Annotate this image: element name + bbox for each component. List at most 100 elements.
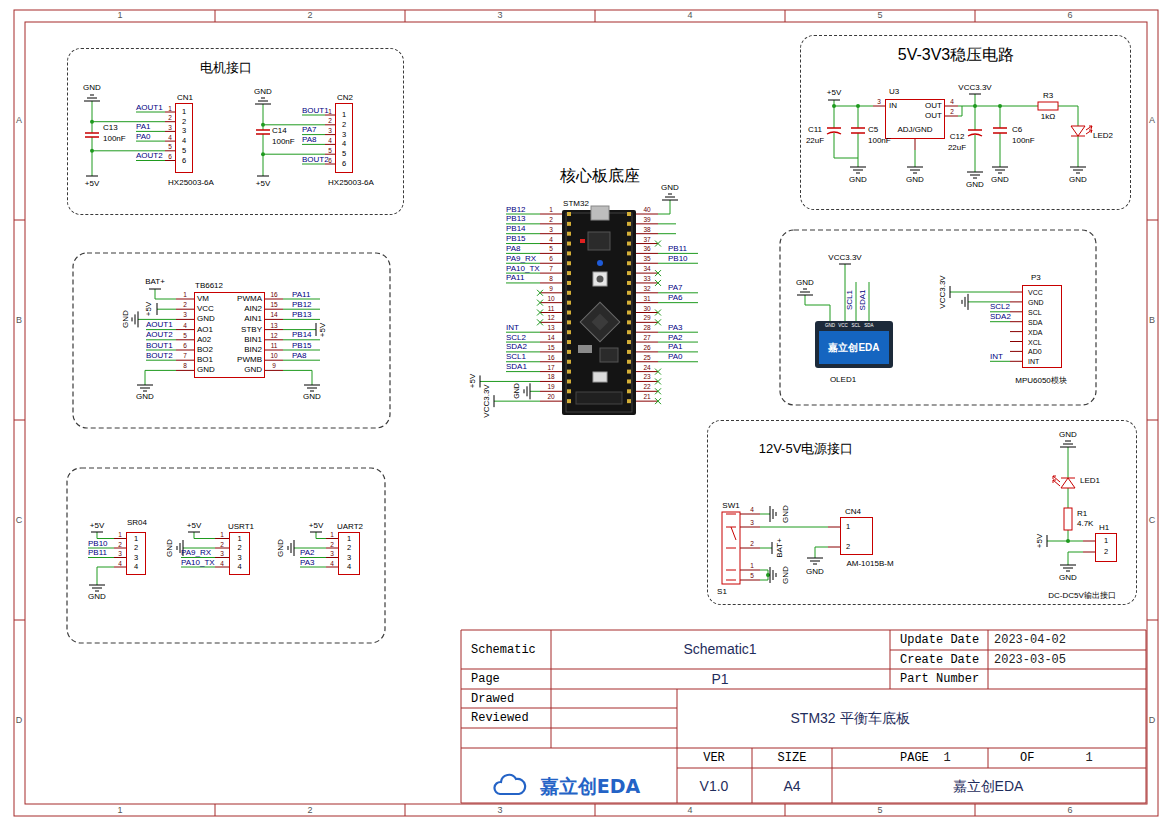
net-label: PA3 <box>300 559 315 567</box>
header-pad <box>627 251 631 255</box>
pin-number: 37 <box>643 236 650 243</box>
brand-logo: 嘉立创EDA <box>540 777 640 796</box>
pin-number: 25 <box>643 355 650 362</box>
net-label: INT <box>990 353 1003 361</box>
pin-number: 27 <box>643 335 650 342</box>
net-label: PA1 <box>668 343 683 351</box>
pin-number: 4 <box>168 134 172 141</box>
pin-number: 5 <box>182 147 186 155</box>
pin-name: STBY <box>241 326 262 334</box>
component-label: GND <box>88 593 106 601</box>
pin-number: 2 <box>549 217 553 224</box>
designator: UART2 <box>337 523 363 531</box>
component-body: P3MPU6050模块 <box>1022 285 1062 368</box>
pin-number: 36 <box>643 246 650 253</box>
header-pad <box>627 399 631 403</box>
pin-name: PWMA <box>237 295 262 303</box>
ruler-mark: 4 <box>687 806 692 815</box>
pin-number: 4 <box>549 236 553 243</box>
pin-number: 6 <box>342 160 346 168</box>
pin-number: 9 <box>549 286 553 293</box>
logo-icon <box>494 775 525 794</box>
net-label: PA9_RX <box>181 549 211 557</box>
pin-name: AIN1 <box>244 315 262 323</box>
net-label: PA2 <box>668 334 683 342</box>
pin-number: 1 <box>237 535 241 543</box>
title-value: 1 <box>943 752 950 764</box>
power-label: +5V <box>469 374 477 388</box>
net-label: AOUT2 <box>146 331 173 339</box>
net-label: PA11 <box>292 291 310 299</box>
net-label: PB14 <box>506 225 526 233</box>
pin-number: 3 <box>549 226 553 233</box>
title-field: VER <box>703 752 725 764</box>
pin-number: 2 <box>950 109 954 116</box>
pin-number: 2 <box>168 115 172 122</box>
net-label: PB12 <box>292 301 312 309</box>
title-field: Page <box>471 673 500 685</box>
pin-number: 5 <box>549 246 553 253</box>
pin-number: 6 <box>182 157 186 165</box>
net-label: PB10 <box>668 255 688 263</box>
header-pad <box>627 360 631 364</box>
net-label: PB15 <box>506 235 526 243</box>
net-label: BOUT1 <box>302 107 329 115</box>
pin-number: 1 <box>183 292 187 299</box>
header-pad <box>567 379 571 383</box>
net-label: PB12 <box>506 206 526 214</box>
designator: H1 <box>1099 524 1109 532</box>
pin-number: 2 <box>182 118 186 126</box>
header-pad <box>627 311 631 315</box>
designator: STM32 <box>563 200 589 208</box>
pin-number: 3 <box>342 131 346 139</box>
component-label: 100nF <box>868 137 891 145</box>
component-label: GND <box>966 181 984 189</box>
pin-name: A02 <box>197 336 211 344</box>
pin-name: GND <box>197 315 215 323</box>
header-pad <box>567 212 571 216</box>
core-board: STM32 <box>562 210 636 415</box>
oled-module: 嘉立创EDAOLED1 <box>815 321 893 368</box>
title-value: 2023-04-02 <box>994 634 1066 646</box>
pin-number: 29 <box>643 315 650 322</box>
net-label: PA8 <box>302 136 317 144</box>
junction-dot <box>90 104 1070 577</box>
pin-number: 2 <box>342 121 346 129</box>
header-pad <box>627 271 631 275</box>
ruler-mark: 3 <box>497 11 502 20</box>
header-pad <box>567 330 571 334</box>
component-label: S1 <box>717 588 727 596</box>
pin-number: 2 <box>134 544 138 552</box>
title-field: Update Date <box>900 634 979 646</box>
pin-name: OUT <box>925 112 942 120</box>
ruler-mark: A <box>1149 116 1155 125</box>
pin-number: 14 <box>270 312 277 319</box>
header-pad <box>567 399 571 403</box>
title-field: OF <box>1020 752 1034 764</box>
net-label: PA0 <box>136 133 151 141</box>
ruler-mark: A <box>16 116 22 125</box>
component-label: C12 <box>950 133 965 141</box>
designator: CN1 <box>177 94 193 102</box>
ruler-mark: C <box>1149 516 1156 525</box>
header-pad <box>567 242 571 246</box>
pin-number: 1 <box>328 108 332 115</box>
header-pad <box>567 360 571 364</box>
header-pad <box>567 389 571 393</box>
pin-number: 3 <box>330 551 334 558</box>
component-label: GND <box>1059 574 1077 582</box>
pin-number: 17 <box>547 364 554 371</box>
pin-name: GND <box>244 366 262 374</box>
component-label: GND <box>303 393 321 401</box>
header-pad <box>567 222 571 226</box>
pin-number: 4 <box>347 563 351 571</box>
header-pad <box>627 370 631 374</box>
pin-number: 1 <box>330 532 334 539</box>
title-value: STM32 平衡车底板 <box>790 711 909 725</box>
pin-number: 6 <box>183 343 187 350</box>
component-label: C5 <box>868 126 878 134</box>
pin-name: VM <box>197 295 209 303</box>
net-label: SDA1 <box>859 290 867 311</box>
pin-number: 4 <box>237 563 241 571</box>
ruler-mark: D <box>1149 716 1156 725</box>
